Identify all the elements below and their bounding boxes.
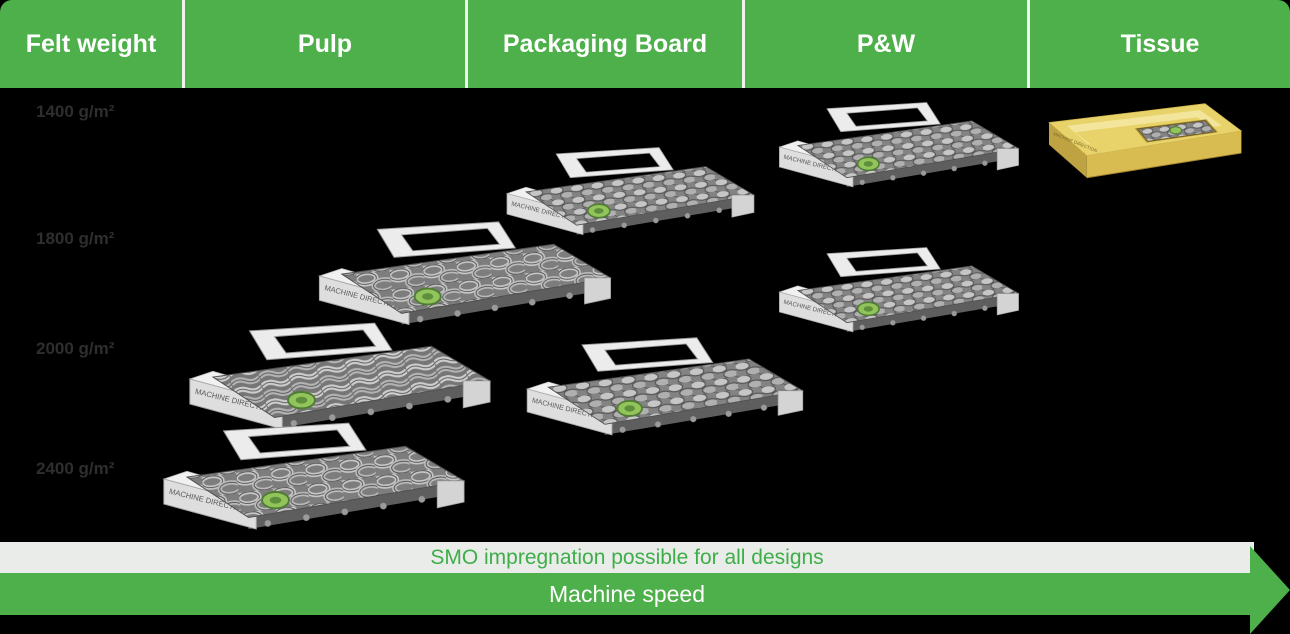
- column-header-row: Felt weight Pulp Packaging Board P&W Tis…: [0, 0, 1290, 88]
- header-pw: P&W: [745, 0, 1030, 88]
- header-tissue: Tissue: [1030, 0, 1290, 88]
- machine-speed-text: Machine speed: [549, 580, 705, 607]
- header-pulp: Pulp: [185, 0, 468, 88]
- weight-label-2400: 2400 g/m²: [36, 459, 115, 478]
- header-packaging-board: Packaging Board: [468, 0, 745, 88]
- weight-label-2000: 2000 g/m²: [36, 339, 115, 358]
- felt-image-pw-1800: [753, 246, 1045, 338]
- machine-speed-arrowhead-icon: [1250, 546, 1290, 634]
- felt-image-pulp-1800: [296, 220, 634, 332]
- felt-image-packaging-board-2000: [516, 336, 814, 442]
- felt-image-tissue-1400: [1036, 90, 1244, 194]
- machine-speed-band: Machine speed: [0, 573, 1254, 615]
- felt-image-pulp-2400: [160, 420, 468, 538]
- smo-impregnation-band: SMO impregnation possible for all design…: [0, 542, 1254, 573]
- felt-image-pw-1400: [753, 101, 1045, 193]
- weight-label-1800: 1800 g/m²: [36, 229, 115, 248]
- header-felt-weight: Felt weight: [0, 0, 185, 88]
- weight-label-1400: 1400 g/m²: [36, 102, 115, 121]
- smo-impregnation-text: SMO impregnation possible for all design…: [430, 545, 824, 569]
